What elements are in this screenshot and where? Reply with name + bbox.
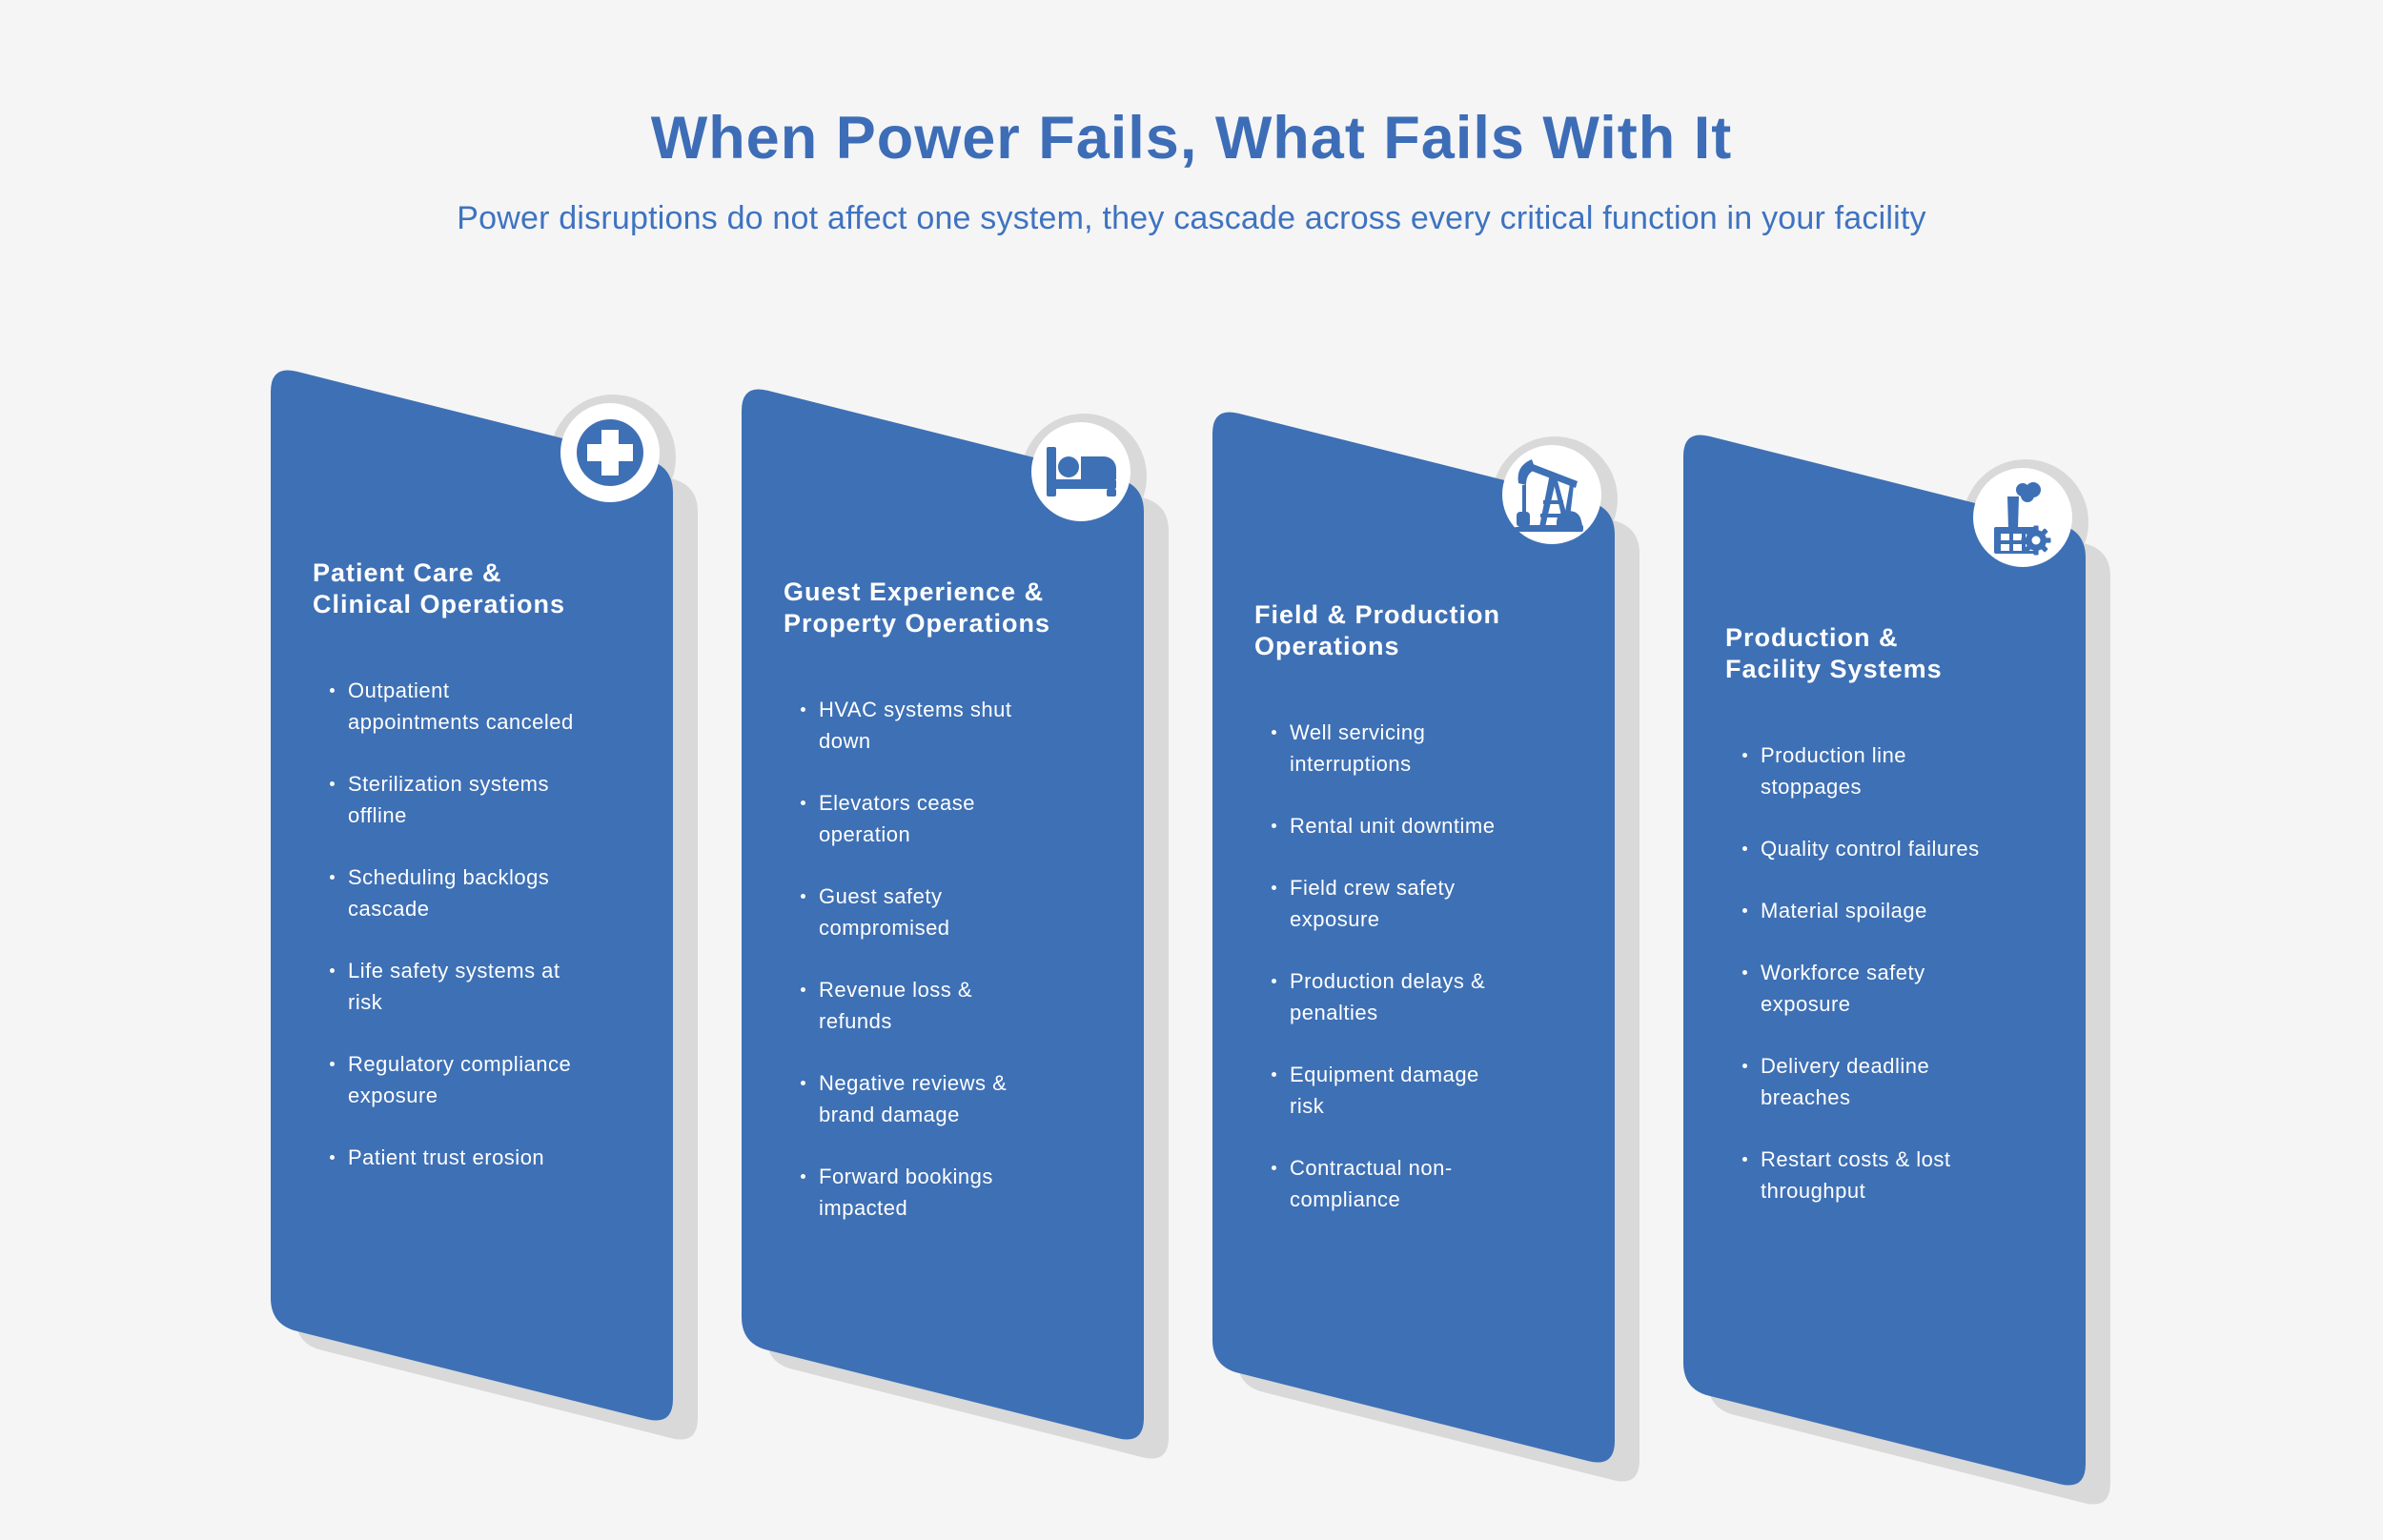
card-field-production-operations: Field & Production Operations Well servi… xyxy=(1212,407,1651,1512)
page-title: When Power Fails, What Fails With It xyxy=(650,105,1733,172)
card-body-shape xyxy=(271,370,673,1421)
bullet-item: Equipment damage risk xyxy=(1272,1059,1604,1122)
card-patient-care-clinical-operations: Patient Care & Clinical Operations Outpa… xyxy=(271,365,709,1470)
bed-icon xyxy=(1047,447,1116,496)
bullet-item: Negative reviews & brand damage xyxy=(801,1067,1133,1130)
card-production-facility-systems: Production & Facility Systems Production… xyxy=(1683,430,2122,1535)
bullet-item: Material spoilage xyxy=(1742,895,2075,926)
bullet-item: Scheduling backlogs cascade xyxy=(330,861,662,924)
bullet-item: Patient trust erosion xyxy=(330,1142,662,1173)
card-shape xyxy=(1212,407,1651,1512)
page-subtitle: Power disruptions do not affect one syst… xyxy=(457,200,1926,236)
card-shape xyxy=(1683,430,2122,1535)
card-shape xyxy=(271,365,709,1470)
bullet-item: Forward bookings impacted xyxy=(801,1161,1133,1224)
bullet-item: Delivery deadline breaches xyxy=(1742,1050,2075,1113)
bullet-item: Production delays & penalties xyxy=(1272,965,1604,1028)
bullet-item: Well servicing interruptions xyxy=(1272,717,1604,780)
bullet-item: Restart costs & lost throughput xyxy=(1742,1144,2075,1206)
card-body-shape xyxy=(1683,435,2086,1486)
medical-cross-icon xyxy=(577,419,643,486)
bullet-item: Field crew safety exposure xyxy=(1272,872,1604,935)
bullet-item: Workforce safety exposure xyxy=(1742,957,2075,1020)
infographic-canvas: When Power Fails, What Fails With It Pow… xyxy=(271,105,2110,1505)
factory-icon xyxy=(1994,482,2051,556)
card-title: Production & Facility Systems xyxy=(1725,623,1943,683)
bullet-item: Contractual non- compliance xyxy=(1272,1152,1604,1215)
bullet-item: HVAC systems shut down xyxy=(801,694,1133,757)
bullet-item: Rental unit downtime xyxy=(1272,810,1604,841)
card-title: Field & Production Operations xyxy=(1254,600,1500,660)
card-guest-experience-property-operations: Guest Experience & Property Operations H… xyxy=(742,384,1180,1489)
bullet-item: Elevators cease operation xyxy=(801,787,1133,850)
bullet-item: Sterilization systems offline xyxy=(330,768,662,831)
card-body-shape xyxy=(742,389,1144,1440)
bullet-item: Life safety systems at risk xyxy=(330,955,662,1018)
card-shape xyxy=(742,384,1180,1489)
bullet-item: Regulatory compliance exposure xyxy=(330,1048,662,1111)
pump-jack-icon xyxy=(1515,459,1583,532)
bullet-item: Production line stoppages xyxy=(1742,740,2075,802)
bullet-item: Revenue loss & refunds xyxy=(801,974,1133,1037)
bullet-item: Quality control failures xyxy=(1742,833,2075,864)
bullet-item: Guest safety compromised xyxy=(801,881,1133,943)
card-title: Guest Experience & Property Operations xyxy=(784,578,1051,638)
bullet-item: Outpatient appointments canceled xyxy=(330,675,662,738)
card-title: Patient Care & Clinical Operations xyxy=(313,558,566,618)
card-body-shape xyxy=(1212,412,1615,1463)
